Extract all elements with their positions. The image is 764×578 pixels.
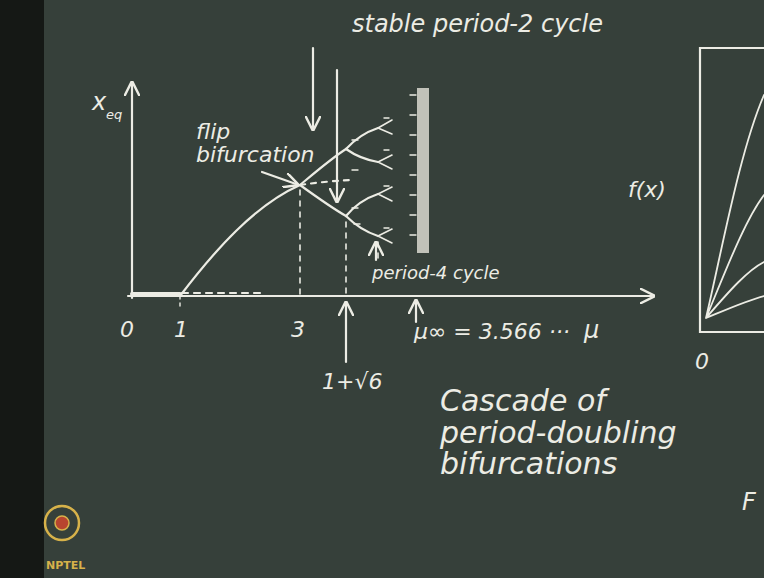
tick-label: 1 bbox=[174, 318, 188, 341]
axis-subscript: eq bbox=[106, 108, 122, 122]
pointer-arrow bbox=[415, 302, 417, 322]
map-curve bbox=[706, 95, 764, 318]
guide-line bbox=[345, 222, 347, 294]
logo bbox=[45, 506, 79, 540]
fixed-point-branch bbox=[180, 185, 300, 296]
tick-label: 0 bbox=[695, 350, 709, 373]
stable-zero-branch bbox=[132, 292, 180, 296]
axis-note: stable period-2 cycle bbox=[352, 12, 603, 37]
period-4-branch bbox=[346, 128, 378, 149]
unstable-cycle-dash bbox=[352, 118, 389, 228]
x-axis bbox=[128, 295, 652, 297]
period-8-branch bbox=[378, 120, 392, 243]
annotation: Cascade of period-doubling bifurcations bbox=[440, 385, 690, 480]
pointer-arrow bbox=[312, 48, 314, 128]
guide-line bbox=[377, 242, 379, 258]
annotation: flip bifurcation bbox=[196, 120, 316, 166]
watermark: NPTEL bbox=[46, 560, 85, 572]
chaos-band-hatch bbox=[410, 95, 416, 235]
period-4-branch bbox=[346, 216, 378, 236]
logo bbox=[55, 516, 69, 530]
board-edge bbox=[0, 0, 44, 578]
pointer-arrow bbox=[336, 70, 338, 200]
annotation: period-4 cycle bbox=[372, 264, 500, 283]
tick-label: 1+√6 bbox=[322, 370, 382, 393]
period-4-branch bbox=[346, 149, 378, 162]
chaos-band bbox=[417, 88, 429, 253]
y-axis bbox=[131, 84, 133, 298]
annotation: F bbox=[742, 490, 756, 515]
pointer-arrow bbox=[375, 244, 377, 260]
pointer-arrow bbox=[262, 172, 296, 184]
axis-label: μ bbox=[584, 318, 599, 343]
map-panel bbox=[700, 48, 764, 332]
unstable-zero-branch bbox=[182, 292, 262, 294]
unstable-fixed-point bbox=[300, 180, 350, 185]
period-4-branch bbox=[346, 194, 378, 216]
pointer-arrow bbox=[345, 304, 347, 362]
guide-line bbox=[299, 190, 301, 294]
axis-label: x bbox=[92, 90, 106, 115]
period-2-lower bbox=[300, 185, 346, 216]
tick-label: μ∞ = 3.566 ··· bbox=[414, 320, 570, 343]
tick-label: 3 bbox=[291, 318, 305, 341]
tick-label: 0 bbox=[120, 318, 134, 341]
axis-label: f(x) bbox=[628, 178, 666, 201]
tick bbox=[179, 296, 180, 310]
